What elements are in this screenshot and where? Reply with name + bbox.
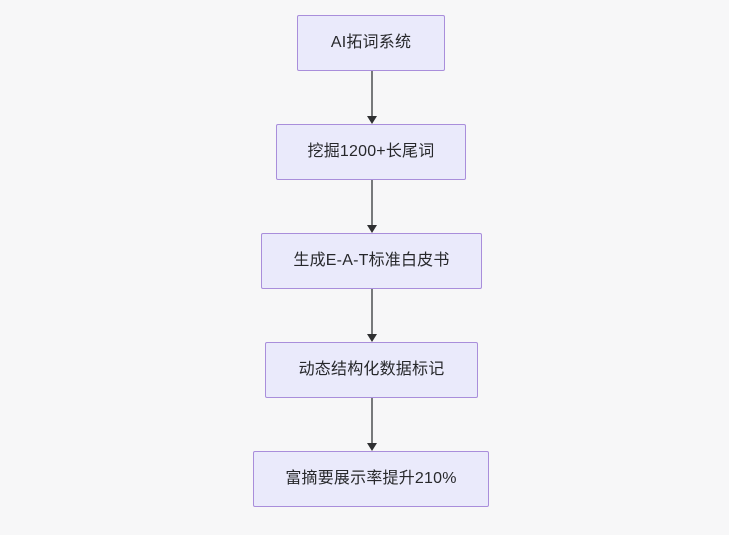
arrow-head-icon <box>366 116 377 124</box>
flow-edge-e4 <box>366 398 377 451</box>
flow-edge-e2 <box>366 180 377 233</box>
flow-node-n4-label: 动态结构化数据标记 <box>298 361 445 378</box>
flow-node-n2-label: 挖掘1200+长尾词 <box>307 143 435 160</box>
arrow-head-icon <box>366 334 377 342</box>
flow-node-n5[interactable]: 富摘要展示率提升210% <box>253 451 489 507</box>
flow-edge-e3 <box>366 289 377 342</box>
flow-node-n1[interactable]: AI拓词系统 <box>297 15 445 71</box>
flow-edge-e1-line <box>370 71 373 117</box>
arrow-head-icon <box>366 443 377 451</box>
flow-edge-e3-line <box>370 289 373 335</box>
flow-node-n1-label: AI拓词系统 <box>330 34 412 51</box>
arrow-head-icon <box>366 225 377 233</box>
flow-node-n3-label: 生成E-A-T标准白皮书 <box>293 252 450 269</box>
flow-edge-e2-line <box>370 180 373 226</box>
flow-node-n2[interactable]: 挖掘1200+长尾词 <box>276 124 466 180</box>
flow-node-n3[interactable]: 生成E-A-T标准白皮书 <box>261 233 482 289</box>
flow-edge-e1 <box>366 71 377 124</box>
flow-edge-e4-line <box>370 398 373 444</box>
flow-node-n4[interactable]: 动态结构化数据标记 <box>265 342 478 398</box>
flow-node-n5-label: 富摘要展示率提升210% <box>285 470 457 487</box>
